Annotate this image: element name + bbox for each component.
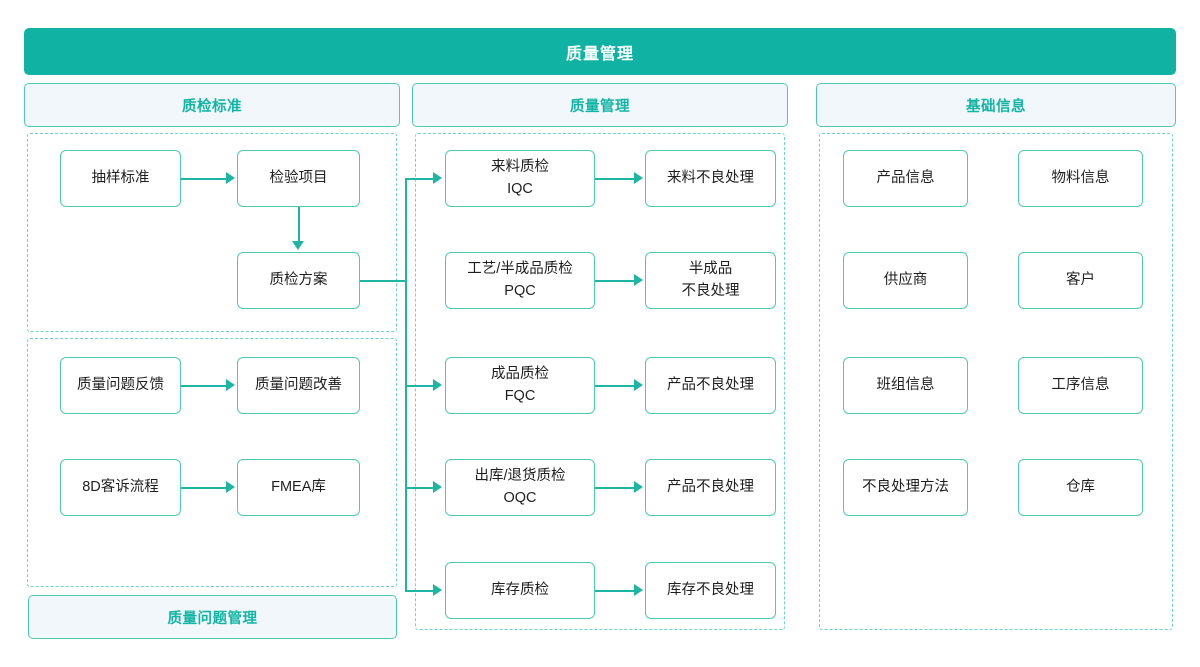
connector-trunk-vertical [405, 178, 407, 591]
connector-8d-to-fmea [181, 487, 228, 489]
node-sampling-standard[interactable]: 抽样标准 [60, 150, 181, 207]
node-basic-info-7[interactable]: 仓库 [1018, 459, 1143, 516]
node-middle-target-3[interactable]: 产品不良处理 [645, 459, 776, 516]
node-middle-target-2[interactable]: 产品不良处理 [645, 357, 776, 414]
arrow-right-icon [226, 481, 235, 493]
column-header-basic-info: 基础信息 [816, 83, 1176, 127]
node-basic-info-1[interactable]: 物料信息 [1018, 150, 1143, 207]
node-basic-info-0[interactable]: 产品信息 [843, 150, 968, 207]
node-inspection-item[interactable]: 检验项目 [237, 150, 360, 207]
arrow-right-icon [634, 379, 643, 391]
connector-item-to-plan [298, 207, 300, 243]
connector-source-target-2 [595, 385, 636, 387]
group-area-quality-issue [27, 338, 397, 587]
node-middle-source-1[interactable]: 工艺/半成品质检 PQC [445, 252, 595, 309]
arrow-right-icon [226, 172, 235, 184]
arrow-right-icon [433, 584, 442, 596]
connector-trunk-branch-4 [405, 590, 435, 592]
connector-source-target-1 [595, 280, 636, 282]
connector-trunk-branch-3 [405, 487, 435, 489]
node-middle-source-2[interactable]: 成品质检 FQC [445, 357, 595, 414]
node-inspection-plan[interactable]: 质检方案 [237, 252, 360, 309]
connector-sampling-to-item [181, 178, 228, 180]
column-header-quality-management: 质量管理 [412, 83, 788, 127]
arrow-right-icon [634, 172, 643, 184]
connector-source-target-3 [595, 487, 636, 489]
node-basic-info-5[interactable]: 工序信息 [1018, 357, 1143, 414]
connector-plan-to-trunk [360, 280, 406, 282]
connector-source-target-4 [595, 590, 636, 592]
group-area-quality-management [415, 133, 785, 630]
connector-trunk-branch-2 [405, 385, 435, 387]
node-basic-info-2[interactable]: 供应商 [843, 252, 968, 309]
arrow-right-icon [634, 274, 643, 286]
node-middle-source-0[interactable]: 来料质检 IQC [445, 150, 595, 207]
arrow-right-icon [433, 379, 442, 391]
node-basic-info-6[interactable]: 不良处理方法 [843, 459, 968, 516]
arrow-right-icon [634, 584, 643, 596]
node-basic-info-4[interactable]: 班组信息 [843, 357, 968, 414]
node-middle-target-0[interactable]: 来料不良处理 [645, 150, 776, 207]
node-basic-info-3[interactable]: 客户 [1018, 252, 1143, 309]
node-quality-issue-feedback[interactable]: 质量问题反馈 [60, 357, 181, 414]
node-fmea-library[interactable]: FMEA库 [237, 459, 360, 516]
node-middle-source-3[interactable]: 出库/退货质检 OQC [445, 459, 595, 516]
arrow-right-icon [433, 481, 442, 493]
column-footer-quality-issue-management: 质量问题管理 [28, 595, 397, 639]
group-area-basic-info [819, 133, 1173, 630]
column-header-inspection-standard: 质检标准 [24, 83, 400, 127]
arrow-down-icon [292, 241, 304, 250]
connector-feedback-to-improve [181, 385, 228, 387]
arrow-right-icon [226, 379, 235, 391]
connector-source-target-0 [595, 178, 636, 180]
node-middle-target-1[interactable]: 半成品 不良处理 [645, 252, 776, 309]
node-middle-source-4[interactable]: 库存质检 [445, 562, 595, 619]
arrow-right-icon [433, 172, 442, 184]
connector-trunk-branch-0 [405, 178, 435, 180]
node-8d-customer-complaint[interactable]: 8D客诉流程 [60, 459, 181, 516]
node-quality-issue-improve[interactable]: 质量问题改善 [237, 357, 360, 414]
page-title-banner: 质量管理 [24, 28, 1176, 75]
arrow-right-icon [634, 481, 643, 493]
node-middle-target-4[interactable]: 库存不良处理 [645, 562, 776, 619]
group-area-inspection-standard [27, 133, 397, 332]
